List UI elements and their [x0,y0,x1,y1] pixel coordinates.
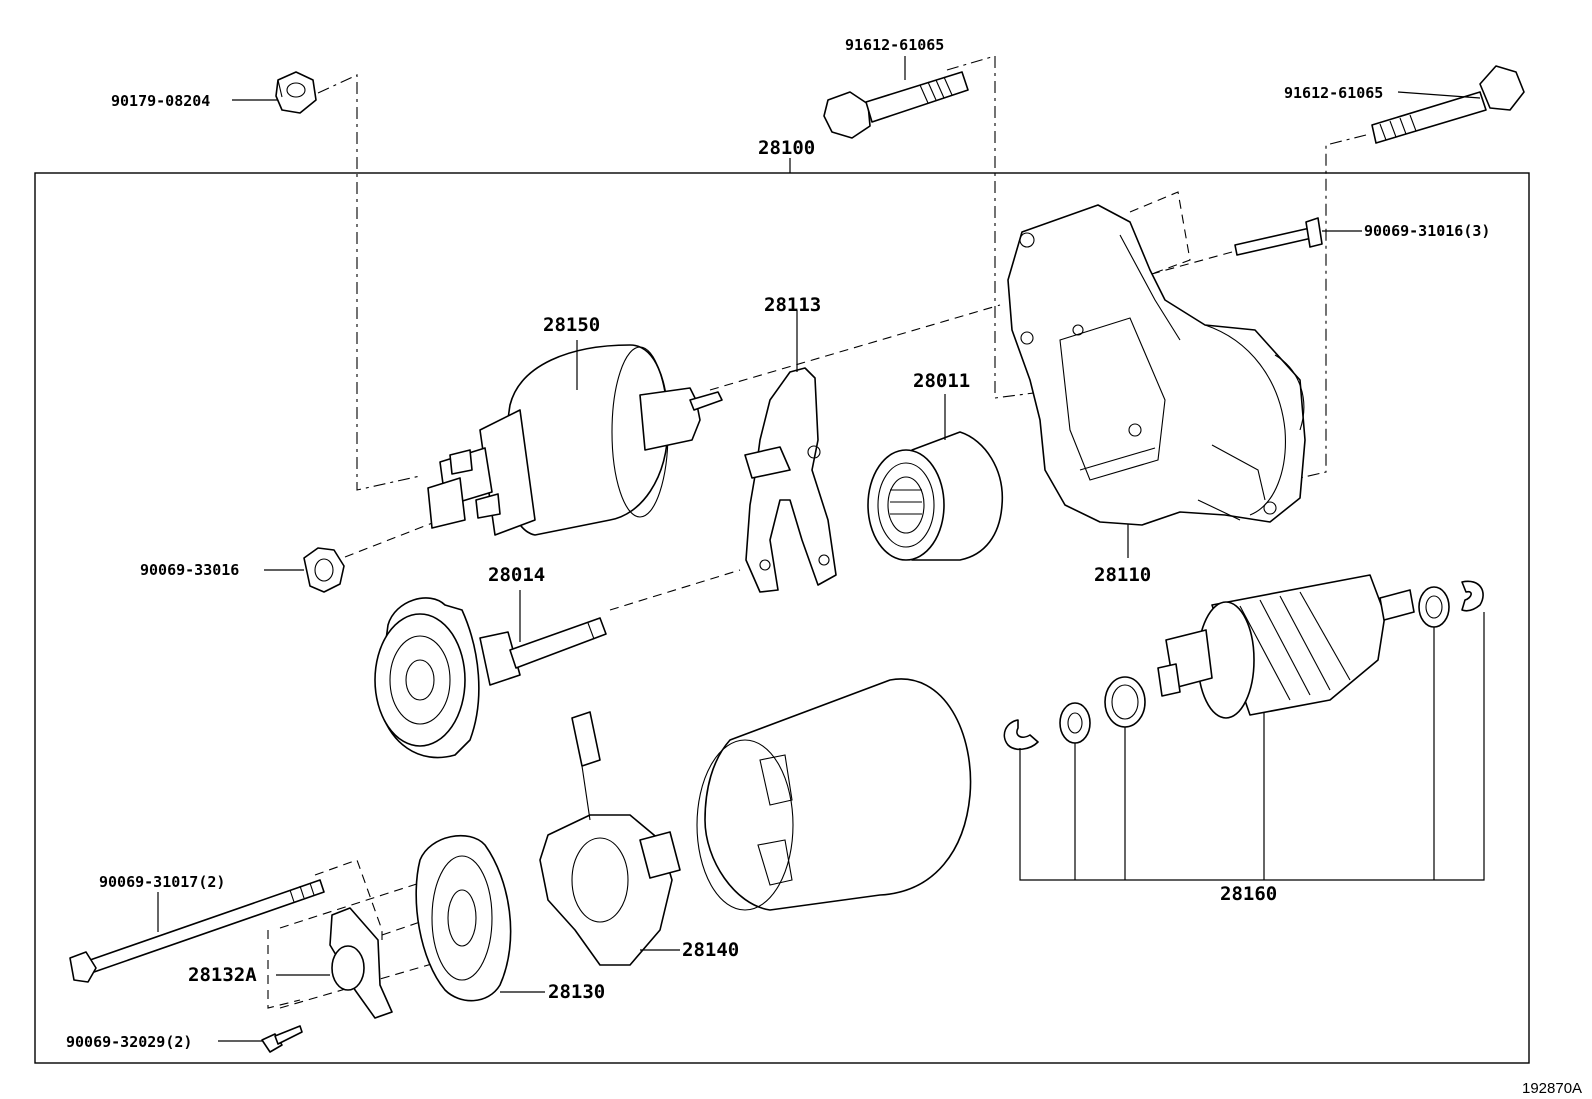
label-90179-08204: 90179-08204 [111,92,210,110]
label-90069-32029: 90069-32029(2) [66,1033,192,1051]
label-28130: 28130 [548,981,605,1003]
label-28150: 28150 [543,314,600,336]
screw-90069-32029-part [261,1025,303,1053]
label-28014: 28014 [488,564,545,586]
bolt-91612-right-part [1371,65,1525,144]
label-28011: 28011 [913,370,970,392]
housing-28110-part [1007,204,1306,526]
label-90069-33016: 90069-33016 [140,561,239,579]
label-28140: 28140 [682,939,739,961]
label-28110: 28110 [1094,564,1151,586]
label-28113: 28113 [764,294,821,316]
clutch-28011-part [867,431,1004,561]
lever-28113-part [744,367,837,593]
brush-holder-28140-part [539,711,681,966]
label-91612-61065-top: 91612-61065 [845,36,944,54]
nut-90069-33016-part [303,547,345,593]
frame-28130-part [415,834,512,1002]
bolt-91612-top-part [823,71,969,139]
assembly-frame [34,172,1530,1064]
switch-28150-part [427,344,723,536]
gear-28014-part [374,597,607,759]
label-28160: 28160 [1220,883,1277,905]
label-28100: 28100 [758,137,815,159]
label-90069-31016: 90069-31016(3) [1364,222,1490,240]
yoke-part [696,678,972,911]
label-90069-31017: 90069-31017(2) [99,873,225,891]
cover-28132A-part [329,907,393,1019]
screw-90069-31016-part [1234,217,1323,256]
label-91612-61065-right: 91612-61065 [1284,84,1383,102]
diagram-ref-number: 192870A [1522,1080,1582,1097]
armature-28160-part [1003,574,1484,751]
nut-90179-part [275,71,317,114]
label-28132A: 28132A [188,964,257,986]
bolt-90069-31017-part [69,879,325,983]
